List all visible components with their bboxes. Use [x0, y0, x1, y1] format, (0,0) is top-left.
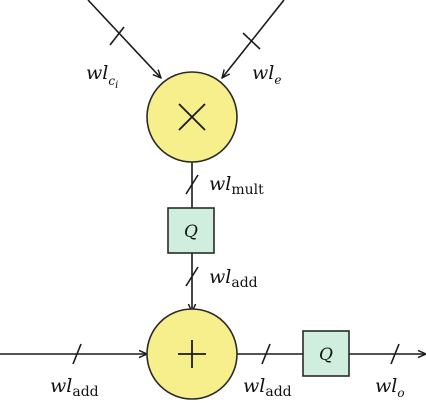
label-wl-add-vertical-main: wl — [209, 266, 231, 288]
label-wl-o-main: wl — [375, 375, 397, 397]
label-wl-add-vertical: wladd — [209, 266, 258, 291]
multiply-icon-stroke-2 — [178, 103, 206, 131]
adder-node — [146, 308, 238, 400]
quantizer-top-box — [167, 207, 215, 254]
label-wl-e: wle — [252, 62, 281, 87]
bus-tick-add-left — [72, 343, 82, 365]
bus-tick-mult — [185, 174, 199, 195]
bus-tick-o — [390, 343, 400, 365]
label-wl-e-main: wl — [252, 62, 274, 84]
bus-tick-add-vertical — [185, 266, 199, 287]
input-wire-e — [222, 0, 285, 78]
quantizer-top-label: Q — [184, 222, 198, 242]
label-wl-add-right: wladd — [243, 375, 292, 400]
label-wl-ci: wlci — [86, 62, 118, 91]
label-wl-o-sub: o — [397, 386, 404, 400]
label-wl-mult: wlmult — [209, 173, 264, 198]
label-wl-ci-subsub: i — [115, 80, 118, 91]
label-wl-mult-sub: mult — [231, 182, 264, 198]
label-wl-ci-main: wl — [86, 62, 108, 84]
label-wl-add-left-sub: add — [72, 384, 98, 400]
quantizer-right-box — [302, 330, 350, 377]
label-wl-add-left-main: wl — [50, 375, 72, 397]
bus-ticks — [72, 26, 400, 365]
label-wl-add-right-main: wl — [243, 375, 265, 397]
bus-tick-ci — [109, 26, 125, 46]
quantizer-top: Q — [167, 207, 215, 254]
bus-tick-e — [242, 32, 261, 50]
input-wire-ci — [87, 0, 161, 78]
wires — [0, 0, 426, 354]
bus-tick-add-right — [261, 343, 271, 365]
label-wl-ci-sub: c — [108, 74, 115, 88]
label-wl-mult-main: wl — [209, 173, 231, 195]
label-wl-o: wlo — [375, 375, 405, 400]
quantizer-right: Q — [302, 330, 350, 377]
multiplier-node — [146, 71, 238, 163]
label-wl-add-vertical-sub: add — [231, 275, 257, 291]
label-wl-add-left: wladd — [50, 375, 99, 400]
quantizer-right-label: Q — [319, 345, 333, 365]
label-wl-add-right-sub: add — [265, 384, 291, 400]
label-wl-e-sub: e — [274, 73, 281, 87]
